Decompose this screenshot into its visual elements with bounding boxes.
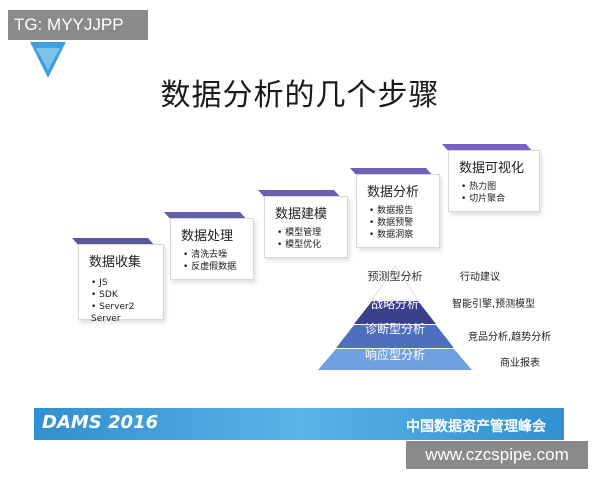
- page-title: 数据分析的几个步骤: [160, 78, 440, 113]
- step-item: 模型优化: [277, 239, 321, 251]
- step-item-list: 清洗去噪 反虚假数据: [183, 249, 236, 273]
- step-title: 数据收集: [89, 255, 142, 270]
- pyramid-side-action: 行动建议: [460, 272, 500, 283]
- banner-left-text: DAMS 2016: [42, 412, 159, 433]
- step-item: Server2 Server: [91, 301, 163, 325]
- step-process: 数据处理 清洗去噪 反虚假数据: [162, 212, 254, 280]
- step-item-list: 热力图 切片聚合: [461, 181, 505, 205]
- step-item: 数据预警: [369, 217, 413, 229]
- step-item: 数据洞察: [369, 229, 413, 241]
- step-item: 反虚假数据: [183, 261, 236, 273]
- banner-background: [34, 408, 564, 440]
- step-title: 数据可视化: [459, 161, 525, 176]
- step-item: 模型管理: [277, 227, 321, 239]
- step-item: 热力图: [461, 181, 505, 193]
- step-collect: 数据收集 JS SDK Server2 Server: [70, 238, 164, 324]
- step-title: 数据处理: [181, 229, 234, 244]
- watermark-bottom: www.czcspipe.com: [406, 441, 588, 469]
- logo-icon: [30, 42, 66, 78]
- pyramid-level-4: [318, 349, 472, 370]
- pyramid-side-engine: 智能引擎,预测模型: [452, 299, 536, 310]
- step-visualize: 数据可视化 热力图 切片聚合: [440, 144, 540, 212]
- step-item: 清洗去噪: [183, 249, 236, 261]
- step-item: 数据报告: [369, 205, 413, 217]
- step-title: 数据建模: [275, 207, 328, 222]
- pyramid-side-competitive: 竞品分析,趋势分析: [468, 332, 552, 343]
- step-item-list: 模型管理 模型优化: [277, 227, 321, 251]
- pyramid-label-predictive: 预测型分析: [367, 270, 423, 283]
- pyramid-label-responsive: 响应型分析: [364, 348, 425, 362]
- step-item-list: 数据报告 数据预警 数据洞察: [369, 205, 413, 241]
- step-item: JS: [91, 277, 163, 289]
- watermark-top: TG: MYYJJPP: [8, 10, 148, 40]
- pyramid-side-report: 商业报表: [500, 358, 540, 369]
- analysis-pyramid: [318, 265, 472, 370]
- step-model: 数据建模 模型管理 模型优化: [256, 190, 348, 258]
- pyramid-label-diagnostic: 诊断型分析: [364, 322, 425, 336]
- step-analyze: 数据分析 数据报告 数据预警 数据洞察: [348, 168, 440, 248]
- step-item-list: JS SDK Server2 Server: [91, 277, 163, 325]
- pyramid-label-strategic: 战略分析: [370, 297, 419, 311]
- pyramid-level-2: [354, 301, 436, 324]
- pyramid-level-3: [336, 325, 454, 348]
- step-item: SDK: [91, 289, 163, 301]
- pyramid-level-top: [371, 265, 419, 301]
- banner-right-text: 中国数据资产管理峰会: [406, 419, 546, 435]
- step-title: 数据分析: [367, 185, 420, 200]
- step-item: 切片聚合: [461, 193, 505, 205]
- footer-banner: DAMS 2016 中国数据资产管理峰会: [34, 408, 564, 440]
